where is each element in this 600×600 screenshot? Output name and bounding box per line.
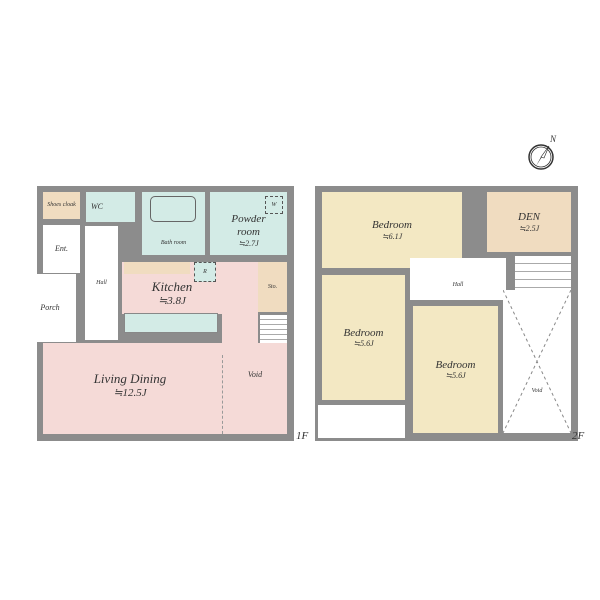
washer-label: W (271, 201, 277, 208)
room-size: ≒5.6J (445, 371, 466, 381)
room-label: Bedroom (343, 326, 384, 339)
floor-label-1f: 1F (296, 430, 309, 442)
living-void-area (222, 262, 258, 343)
shoes-cloak: Shoes cloak (43, 192, 80, 219)
bedroom-5-6j-left: Bedroom≒5.6J (322, 275, 405, 400)
storage: Sto. (258, 262, 287, 312)
den: DEN≒2.5J (487, 192, 571, 252)
porch: Porch (24, 274, 76, 342)
hall-1f: Hall (85, 226, 118, 340)
room-label: Ent. (54, 244, 69, 254)
room-label: DEN (518, 211, 540, 224)
void-2f: Void (503, 290, 571, 433)
room-label: Hall (96, 279, 107, 286)
room-label: Sto. (267, 283, 278, 290)
bath-room: Bath room (142, 192, 205, 255)
room-size: ≒2.7J (238, 238, 259, 248)
room-label: Living Dining (93, 371, 167, 386)
room-size: ≒5.6J (353, 339, 374, 349)
room-size: ≒12.5J (113, 386, 147, 399)
bedroom-5-6j-right: Bedroom≒5.6J (413, 306, 498, 433)
room-label: Bedroom (435, 358, 476, 371)
wc: WC (86, 192, 135, 222)
room-label: Hall (452, 281, 464, 288)
powder-room: Powder room≒2.7J (210, 192, 287, 255)
fridge-label: R (203, 268, 207, 275)
room-label: Bedroom (372, 219, 412, 232)
living-label: Living Dining≒12.5J (70, 371, 190, 400)
bathtub-icon (150, 196, 196, 222)
room-size: ≒3.8J (158, 295, 186, 308)
hall-2f: Hall (410, 258, 506, 300)
room-label: Bath room (160, 240, 187, 247)
room-label: Void (531, 388, 543, 395)
room-label: Void (247, 370, 263, 379)
entrance: Ent. (43, 225, 80, 273)
fridge-space: R (194, 262, 216, 282)
balcony (318, 405, 405, 438)
floor-label-2f: 2F (572, 430, 585, 442)
void-1f: Void (240, 370, 270, 379)
room-label: WC (91, 202, 103, 212)
bedroom-6-1j: Bedroom≒6.1J (322, 192, 462, 268)
room-label: Powder room (231, 213, 266, 238)
kitchen-counter (124, 262, 190, 274)
north-label: N (550, 134, 557, 144)
room-label: Porch (40, 303, 60, 313)
room-label: Kitchen (151, 279, 193, 295)
void-1f-area (222, 355, 287, 434)
room-size: ≒6.1J (381, 231, 403, 241)
north-compass-icon: N (524, 134, 558, 174)
washer-box: W (265, 196, 283, 214)
sink-counter (124, 313, 218, 333)
room-label: Shoes cloak (47, 202, 76, 209)
room-size: ≒2.5J (518, 223, 540, 233)
